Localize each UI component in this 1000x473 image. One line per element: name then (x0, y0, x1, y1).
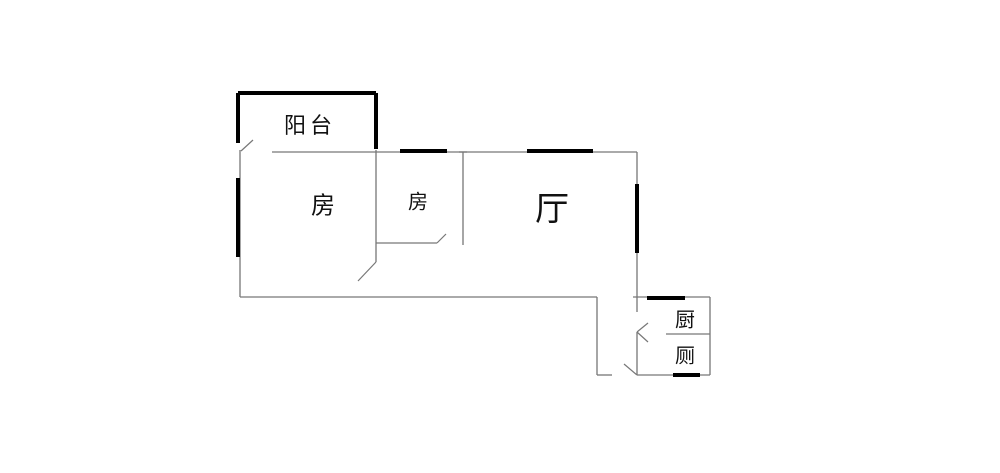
windows (236, 91, 700, 377)
door-balcony (240, 139, 254, 152)
label-kitchen: 厨 (675, 307, 695, 332)
door-entry (623, 363, 638, 376)
label-small-bedroom: 房 (408, 189, 428, 214)
door-kitchen-a (636, 322, 649, 333)
walls (239, 150, 711, 376)
door-main-bedroom (357, 261, 377, 282)
label-living-room: 厅 (535, 189, 569, 230)
door-small-bedroom (436, 233, 447, 244)
label-toilet: 厕 (675, 343, 695, 368)
doors (240, 139, 649, 376)
label-balcony: 阳台 (283, 114, 337, 139)
label-main-bedroom: 房 (311, 191, 335, 220)
door-kitchen-b (636, 331, 649, 343)
